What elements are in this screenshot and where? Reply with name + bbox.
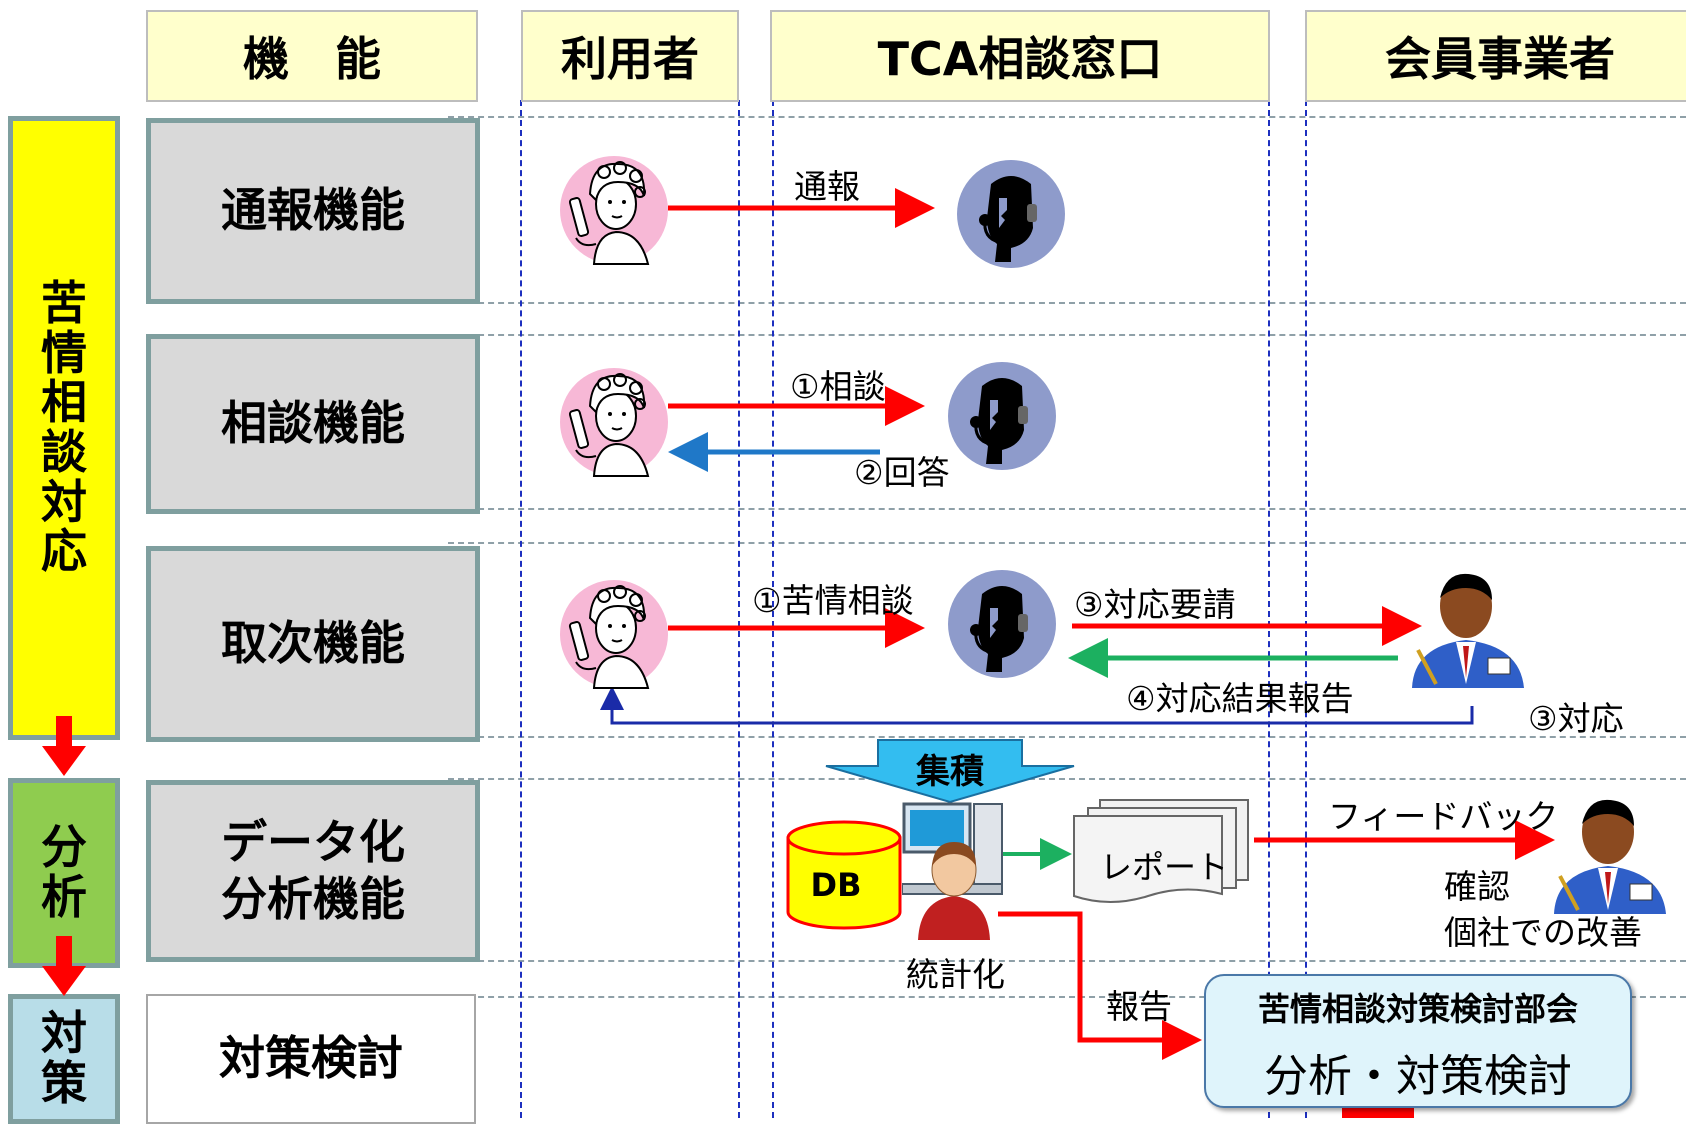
label-relay-handle: ③対応: [1528, 699, 1624, 738]
function-data-line1: データ化: [221, 814, 405, 869]
businessman-icon: [1412, 573, 1524, 688]
row-divider: [448, 302, 1686, 304]
label-report-arrow: 通報: [794, 167, 860, 206]
row-divider: [448, 334, 1686, 336]
row-divider: [448, 542, 1686, 544]
accumulate-arrow-icon: [825, 739, 1075, 804]
category-char: 析: [41, 870, 87, 924]
label-relay-result: ④対応結果報告: [1126, 679, 1354, 718]
computer-user-icon: [902, 802, 1003, 940]
label-relay-complaint: ①苦情相談: [752, 581, 914, 620]
down-arrow-icon: [42, 936, 86, 996]
function-report: 通報機能: [146, 118, 480, 304]
label-statistics: 統計化: [906, 955, 1005, 994]
function-data-analysis: データ化 分析機能: [146, 780, 480, 962]
function-study: 対策検討: [146, 994, 476, 1124]
label-improve: 個社での改善: [1444, 913, 1642, 952]
arrow-handle: [600, 686, 1474, 725]
row-divider: [448, 960, 1686, 962]
category-char: 情: [41, 325, 87, 380]
column-divider: [520, 100, 522, 1118]
category-char: 対: [41, 1006, 87, 1061]
category-char: 談: [41, 425, 87, 479]
row-divider: [448, 116, 1686, 118]
category-char: 苦: [41, 275, 87, 330]
header-member: 会員事業者: [1305, 10, 1686, 102]
operator-headset-icon: [948, 570, 1056, 678]
row-divider: [448, 778, 1686, 780]
function-relay: 取次機能: [146, 546, 480, 742]
report-doc-label: レポート: [1100, 848, 1229, 886]
committee-body: 分析・対策検討: [1264, 1051, 1572, 1102]
committee-box: 苦情相談対策検討部会 分析・対策検討: [1204, 974, 1632, 1108]
category-char: 策: [41, 1056, 87, 1110]
committee-stub: [1342, 1106, 1414, 1118]
label-confirm: 確認: [1444, 867, 1510, 906]
down-arrow-icon: [42, 716, 86, 776]
businessman-icon: [1554, 799, 1666, 914]
row-divider: [448, 736, 1686, 738]
db-label: DB: [810, 866, 862, 904]
category-char: 応: [41, 524, 87, 579]
report-documents-icon: [1073, 799, 1249, 903]
category-char: 分: [41, 820, 87, 875]
column-divider: [1305, 100, 1307, 1118]
label-report-to: 報告: [1106, 987, 1172, 1026]
woman-phone-icon: [560, 156, 668, 265]
category-char: 対: [41, 474, 87, 529]
header-function: 機 能: [146, 10, 478, 102]
header-user: 利用者: [521, 10, 739, 102]
row-divider: [448, 508, 1686, 510]
accumulate-label: 集積: [916, 752, 984, 792]
arrow-report-to: [998, 911, 1202, 1060]
woman-phone-icon: [560, 368, 668, 477]
category-complaint: 苦 情 相 談 対 応: [8, 116, 120, 740]
column-divider: [738, 100, 740, 1118]
column-divider: [1268, 100, 1270, 1118]
function-data-line2: 分析機能: [221, 872, 405, 926]
woman-phone-icon: [560, 580, 668, 689]
committee-title: 苦情相談対策検討部会: [1257, 990, 1578, 1028]
operator-headset-icon: [948, 362, 1056, 470]
database-icon: [786, 820, 902, 930]
column-divider: [772, 100, 774, 1118]
label-consult-answer: ②回答: [854, 453, 950, 492]
operator-headset-icon: [957, 160, 1065, 268]
row-divider: [448, 996, 1686, 998]
category-char: 相: [41, 375, 87, 430]
header-tca: TCA相談窓口: [770, 10, 1270, 102]
function-consult: 相談機能: [146, 334, 480, 514]
label-feedback: フィードバック: [1328, 797, 1559, 836]
label-relay-request: ③対応要請: [1074, 585, 1236, 624]
label-consult-question: ①相談: [790, 367, 886, 406]
